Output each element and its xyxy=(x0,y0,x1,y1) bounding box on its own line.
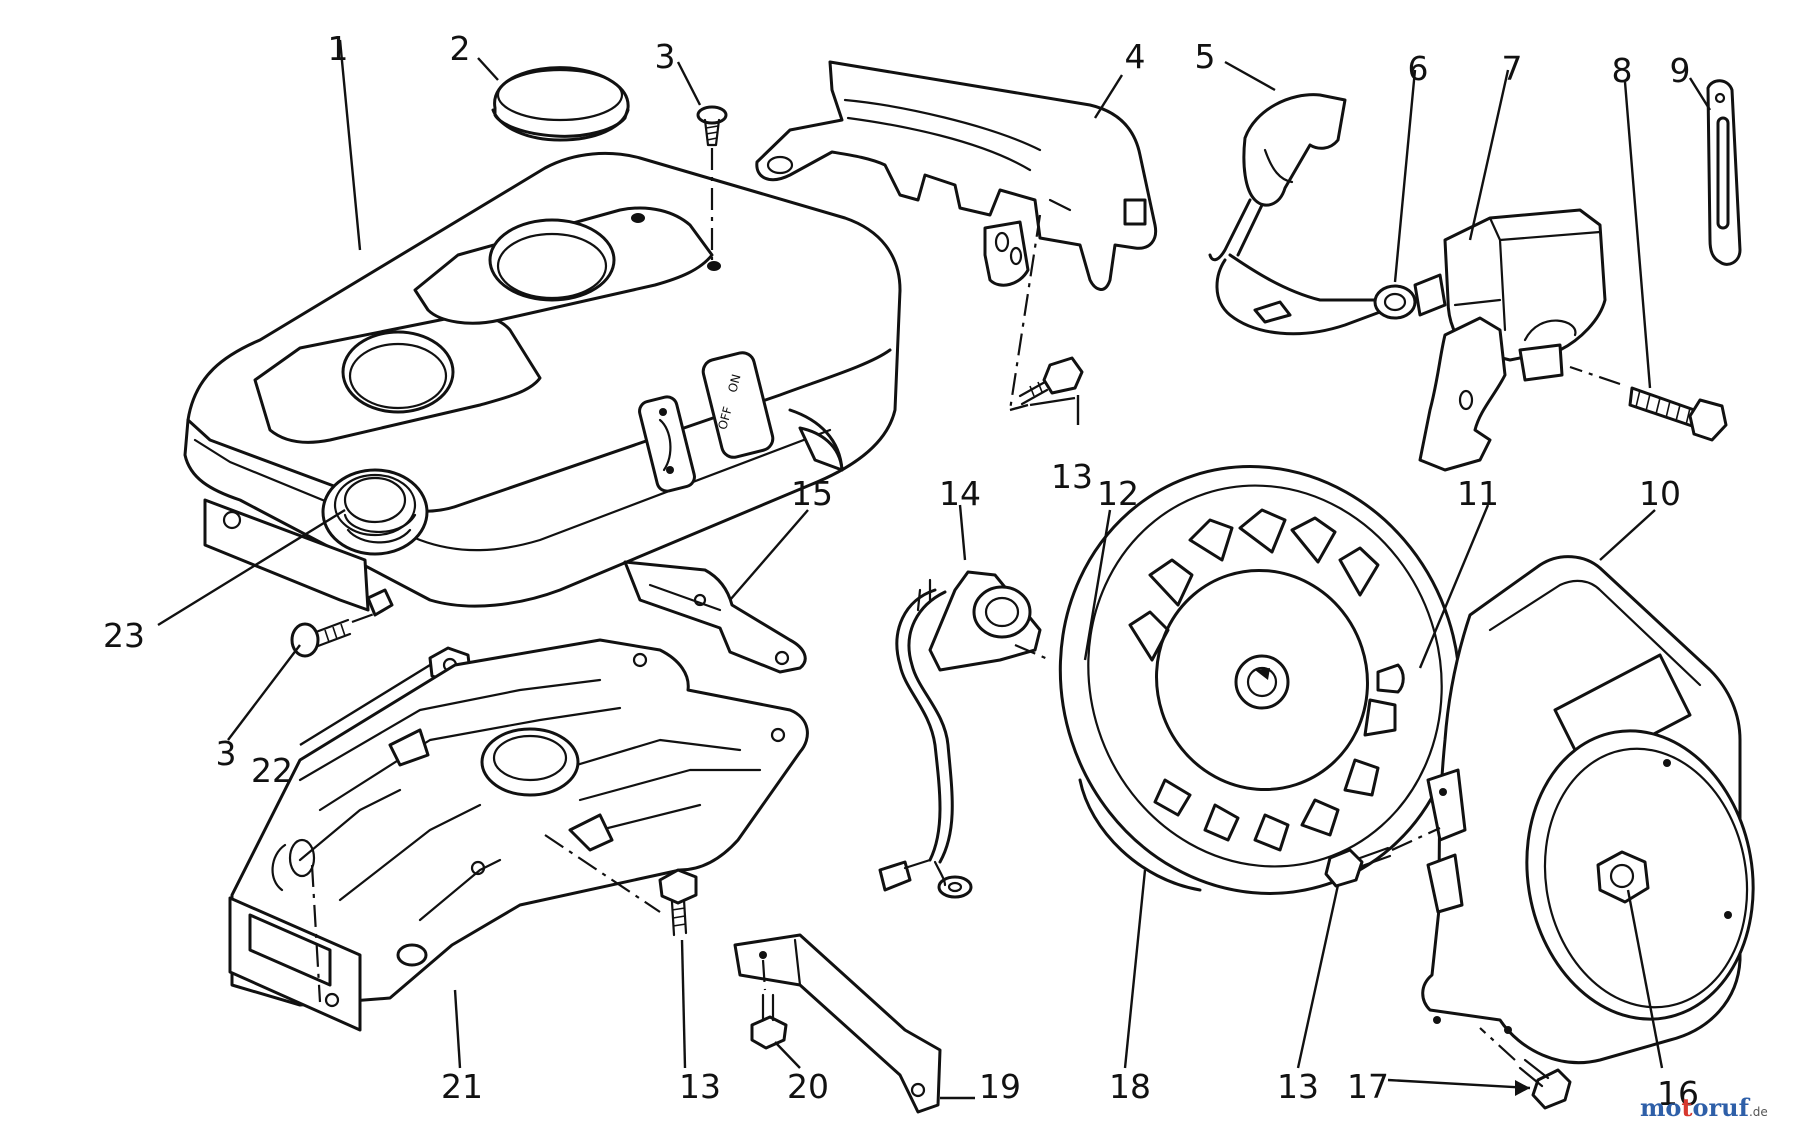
callout-9: 9 xyxy=(1670,51,1691,90)
callout-10: 10 xyxy=(1639,474,1681,513)
slotted-plate xyxy=(1706,79,1742,266)
switch-off-label: OFF xyxy=(715,405,735,431)
callout-13-bottom: 13 xyxy=(679,1067,721,1106)
callout-19: 19 xyxy=(979,1067,1021,1106)
callout-12: 12 xyxy=(1097,474,1139,513)
callout-17: 17 xyxy=(1347,1067,1389,1106)
screw-20 xyxy=(750,959,788,1050)
screw-13-top xyxy=(1008,214,1084,411)
bolt-8 xyxy=(1569,365,1728,442)
watermark-part2: t xyxy=(1681,1093,1692,1122)
spark-plug-boot xyxy=(1208,93,1347,262)
fuel-tank: OFF ON xyxy=(183,151,902,612)
callout-8: 8 xyxy=(1612,51,1633,90)
callout-16: 16 xyxy=(1657,1074,1699,1113)
callout-21: 21 xyxy=(441,1067,483,1106)
base-plate xyxy=(228,638,809,1032)
callout-3-top: 3 xyxy=(655,37,676,76)
callout-13-top: 13 xyxy=(1051,457,1093,496)
callout-1: 1 xyxy=(328,29,349,68)
flywheel xyxy=(1058,465,1462,895)
blower-housing xyxy=(1421,555,1755,1065)
svg-text:motoruf.de: motoruf.de xyxy=(1640,1093,1768,1122)
callout-4: 4 xyxy=(1125,37,1146,76)
watermark-suffix: .de xyxy=(1749,1105,1768,1119)
sensor-14 xyxy=(878,570,1042,899)
watermark-part1: mo xyxy=(1640,1093,1681,1122)
bracket-19 xyxy=(733,933,942,1114)
screw-3-top xyxy=(696,105,728,260)
callout-6: 6 xyxy=(1408,49,1429,88)
callout-20: 20 xyxy=(787,1067,829,1106)
callout-5: 5 xyxy=(1195,37,1216,76)
watermark-part3: oruf xyxy=(1693,1093,1751,1122)
callout-11: 11 xyxy=(1457,474,1499,513)
callout-18: 18 xyxy=(1109,1067,1151,1106)
fuel-cap xyxy=(491,66,630,142)
bolt-17 xyxy=(1479,1027,1572,1110)
leader-lines xyxy=(157,39,1712,1100)
watermark-logo: motoruf.de xyxy=(1640,1093,1768,1122)
callout-15: 15 xyxy=(791,474,833,513)
callout-7: 7 xyxy=(1502,49,1523,88)
callout-2: 2 xyxy=(450,29,471,68)
switch-on-label: ON xyxy=(725,373,743,394)
callout-13-right: 13 xyxy=(1277,1067,1319,1106)
callout-3-left: 3 xyxy=(216,734,237,773)
shroud-deflector xyxy=(755,60,1158,291)
bolt-13-bottom xyxy=(658,868,698,937)
ignition-coil xyxy=(1215,208,1607,472)
callouts: 1 2 3 4 5 6 7 8 9 10 11 12 13 14 15 23 3… xyxy=(103,29,1699,1113)
bracket-15 xyxy=(623,560,807,674)
callout-23: 23 xyxy=(103,616,145,655)
callout-22: 22 xyxy=(251,751,293,790)
screw-13-right xyxy=(1324,827,1441,888)
callout-14: 14 xyxy=(939,474,981,513)
